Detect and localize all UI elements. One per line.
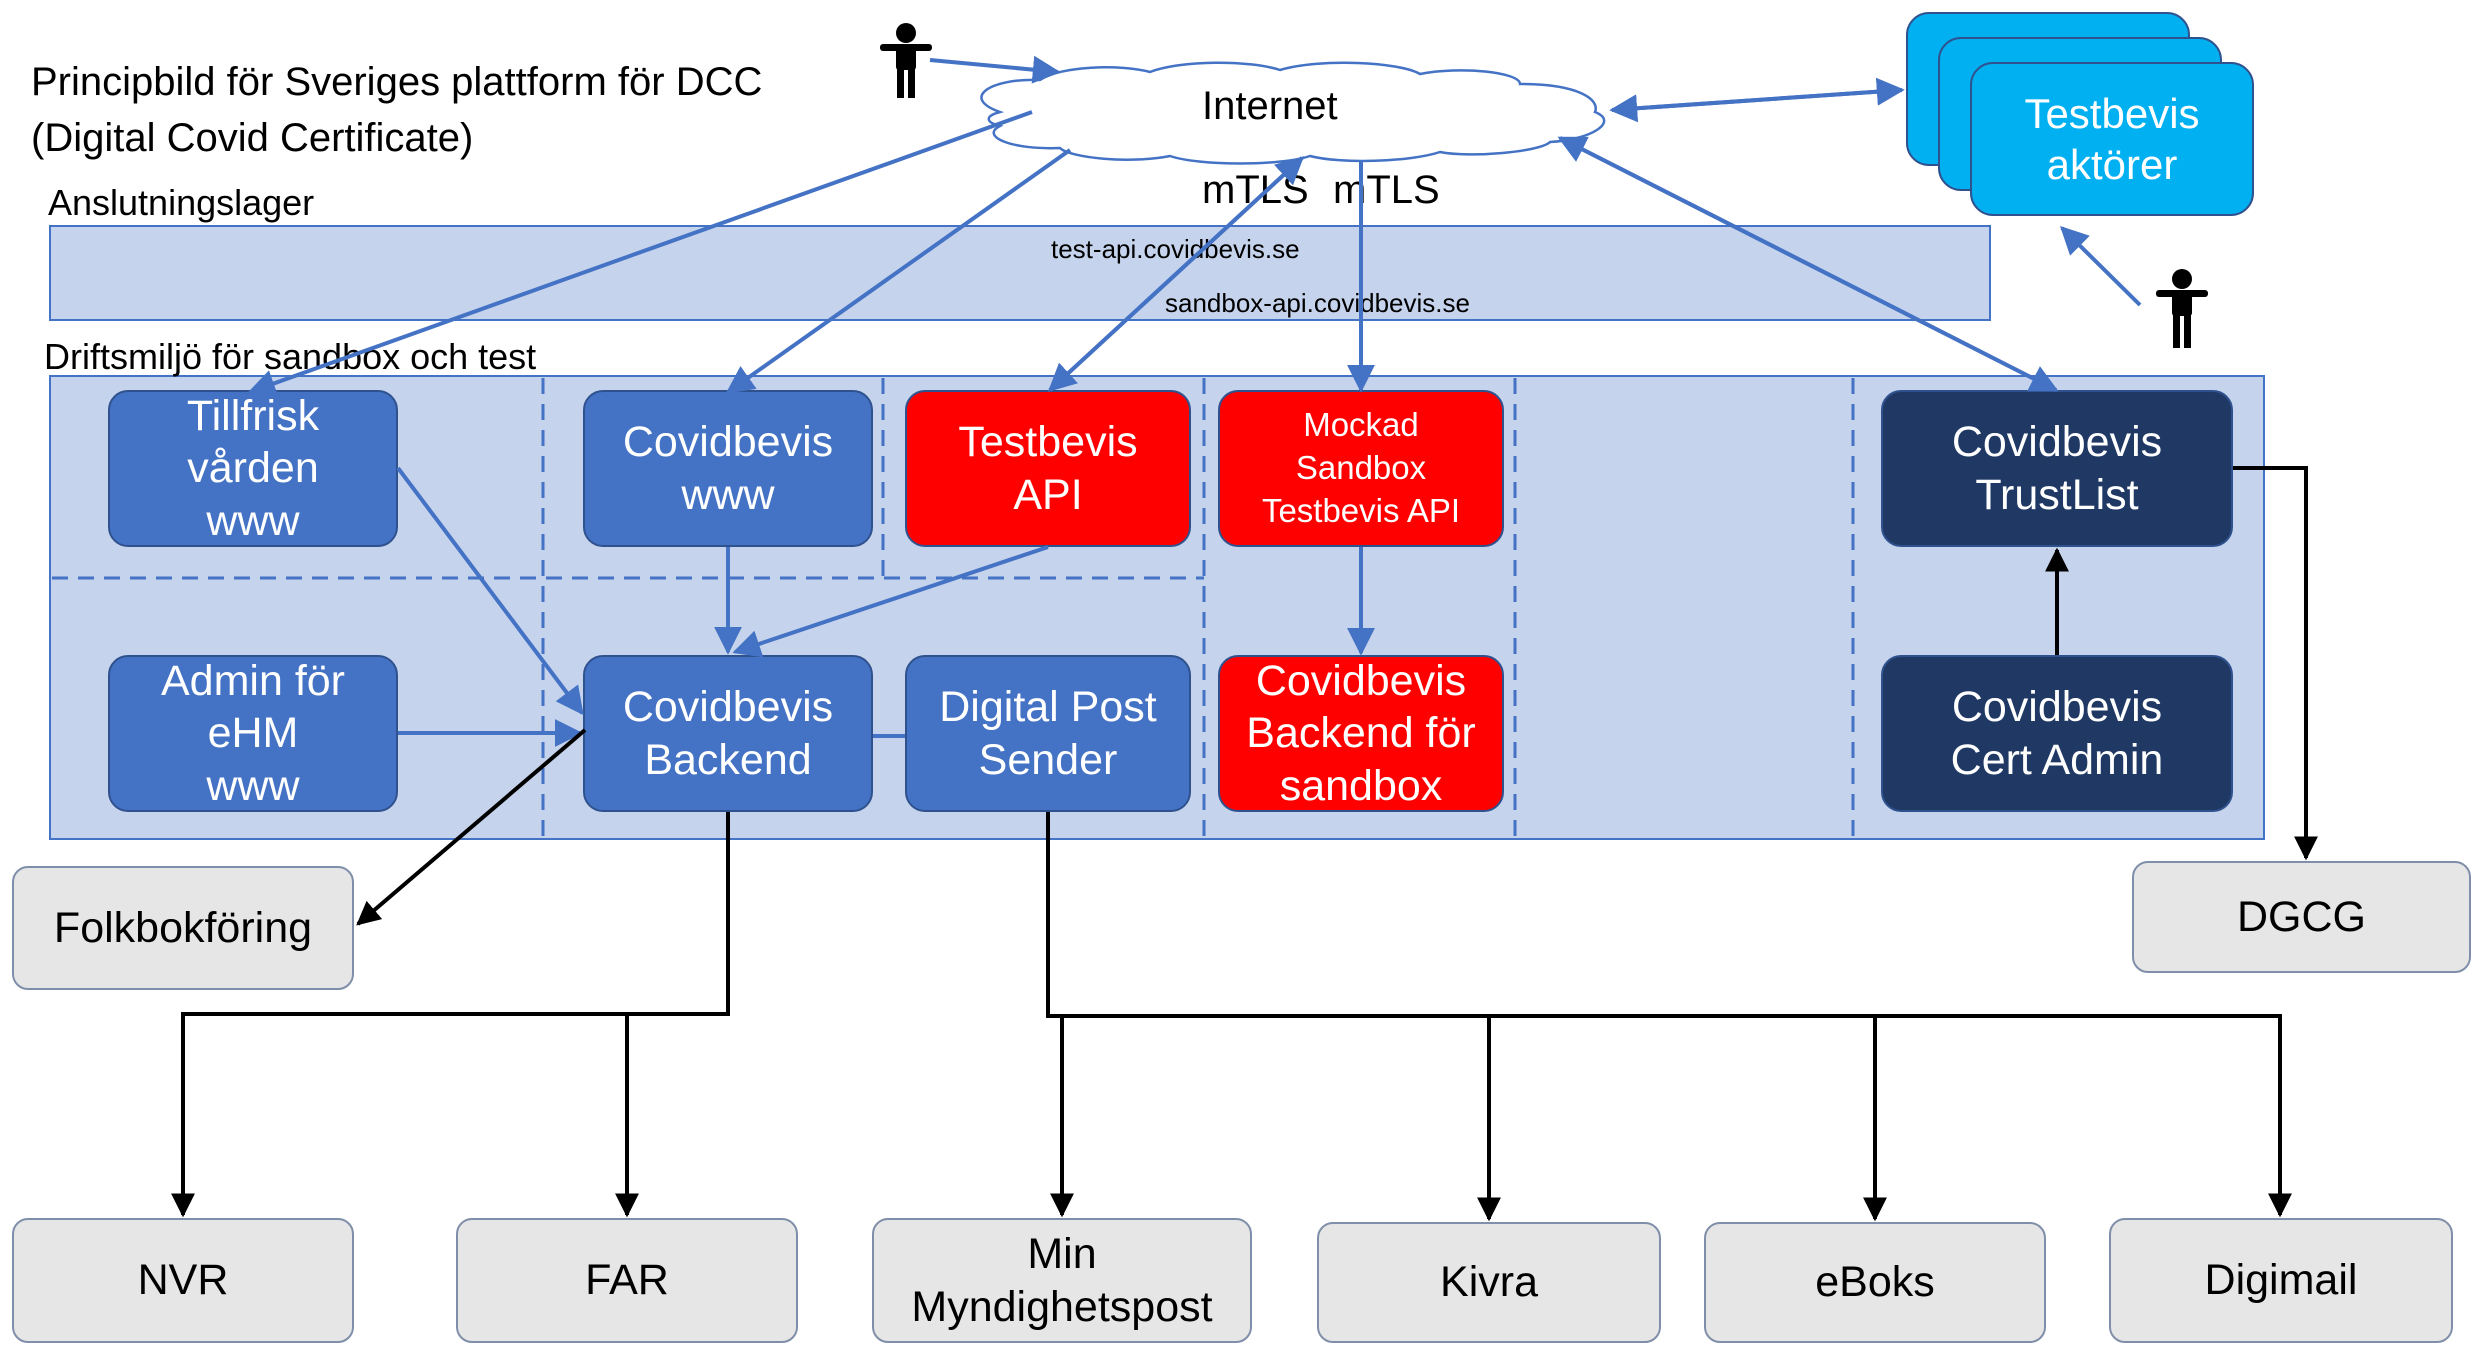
- covidbevis-trustlist: Covidbevis TrustList: [1881, 390, 2233, 547]
- component-label: Sandbox: [1295, 449, 1427, 487]
- component-label: Covidbevis: [1255, 656, 1467, 705]
- dgcg: DGCG: [2132, 861, 2471, 973]
- person-icon: [2156, 269, 2208, 348]
- external-label: eBoks: [1815, 1258, 1935, 1307]
- component-label: www: [206, 496, 300, 545]
- nvr: NVR: [12, 1218, 354, 1343]
- external-label: Folkbokföring: [53, 903, 313, 952]
- component-label: www: [206, 761, 300, 810]
- digimail: Digimail: [2109, 1218, 2453, 1343]
- actors-line: aktörer: [2046, 141, 2178, 188]
- kivra: Kivra: [1317, 1222, 1661, 1343]
- component-label: TrustList: [1975, 470, 2139, 519]
- covidbevis-www: Covidbevis www: [583, 390, 873, 547]
- connection-layer-label: Anslutningslager: [48, 182, 315, 223]
- component-label: Cert Admin: [1950, 735, 2164, 784]
- mtls-label: mTLS: [1202, 168, 1309, 212]
- operations-environment-label: Driftsmiljö för sandbox och test: [44, 336, 537, 377]
- actors-line: Testbevis: [2024, 89, 2200, 137]
- component-label: Covidbevis: [1951, 418, 2163, 467]
- folkbokforing: Folkbokföring: [12, 866, 354, 990]
- internet-label: Internet: [1202, 84, 1338, 128]
- test-api-endpoint: test-api.covidbevis.se: [1051, 234, 1300, 264]
- covidbevis-backend: Covidbevis Backend: [583, 655, 873, 812]
- external-label: DGCG: [2237, 892, 2366, 941]
- diagram-title-line1: Principbild för Sveriges plattform för D…: [31, 60, 763, 104]
- external-label: FAR: [585, 1256, 669, 1305]
- testbevis-actors: Testbevis aktörer: [1971, 63, 2253, 215]
- component-label: Backend för: [1246, 709, 1476, 758]
- component-label: eHM: [207, 709, 299, 758]
- covidbevis-cert-admin: Covidbevis Cert Admin: [1881, 655, 2233, 812]
- diagram-title-line2: (Digital Covid Certificate): [31, 116, 474, 160]
- component-label: Testbevis API: [1261, 491, 1461, 529]
- external-label: Min: [1027, 1230, 1097, 1279]
- external-label: NVR: [137, 1256, 229, 1305]
- eboks: eBoks: [1704, 1222, 2046, 1343]
- min-myndighetspost: Min Myndighetspost: [872, 1218, 1252, 1343]
- component-label: www: [681, 470, 775, 519]
- mtls-label: mTLS: [1333, 168, 1440, 212]
- component-label: Sender: [978, 735, 1118, 784]
- digital-post-sender: Digital Post Sender: [905, 655, 1191, 812]
- component-label: Testbevis: [958, 418, 1138, 467]
- component-label: API: [1013, 470, 1083, 519]
- component-label: Covidbevis: [1951, 683, 2163, 732]
- external-label: Myndighetspost: [911, 1282, 1213, 1331]
- tillfrisk-varden-www: Tillfrisk vården www: [108, 390, 398, 547]
- connection-layer-band: [49, 225, 1991, 321]
- person-icon: [880, 23, 932, 98]
- covidbevis-backend-sandbox: Covidbevis Backend för sandbox: [1218, 655, 1504, 812]
- far: FAR: [456, 1218, 798, 1343]
- component-label: Mockad: [1303, 406, 1419, 444]
- component-label: Tillfrisk: [186, 391, 320, 440]
- component-label: Covidbevis: [622, 683, 834, 732]
- testbevis-api: Testbevis API: [905, 390, 1191, 547]
- component-label: Covidbevis: [622, 418, 834, 467]
- admin-ehm-www: Admin för eHM www: [108, 655, 398, 812]
- sandbox-api-endpoint: sandbox-api.covidbevis.se: [1165, 288, 1470, 318]
- component-label: sandbox: [1279, 761, 1443, 810]
- mockad-sandbox-testbevis-api: Mockad Sandbox Testbevis API: [1218, 390, 1504, 547]
- component-label: Digital Post: [939, 683, 1157, 732]
- component-label: Admin för: [160, 656, 345, 705]
- external-label: Kivra: [1440, 1258, 1538, 1307]
- component-label: Backend: [644, 735, 812, 784]
- component-label: vården: [187, 444, 319, 493]
- external-label: Digimail: [2204, 1256, 2358, 1305]
